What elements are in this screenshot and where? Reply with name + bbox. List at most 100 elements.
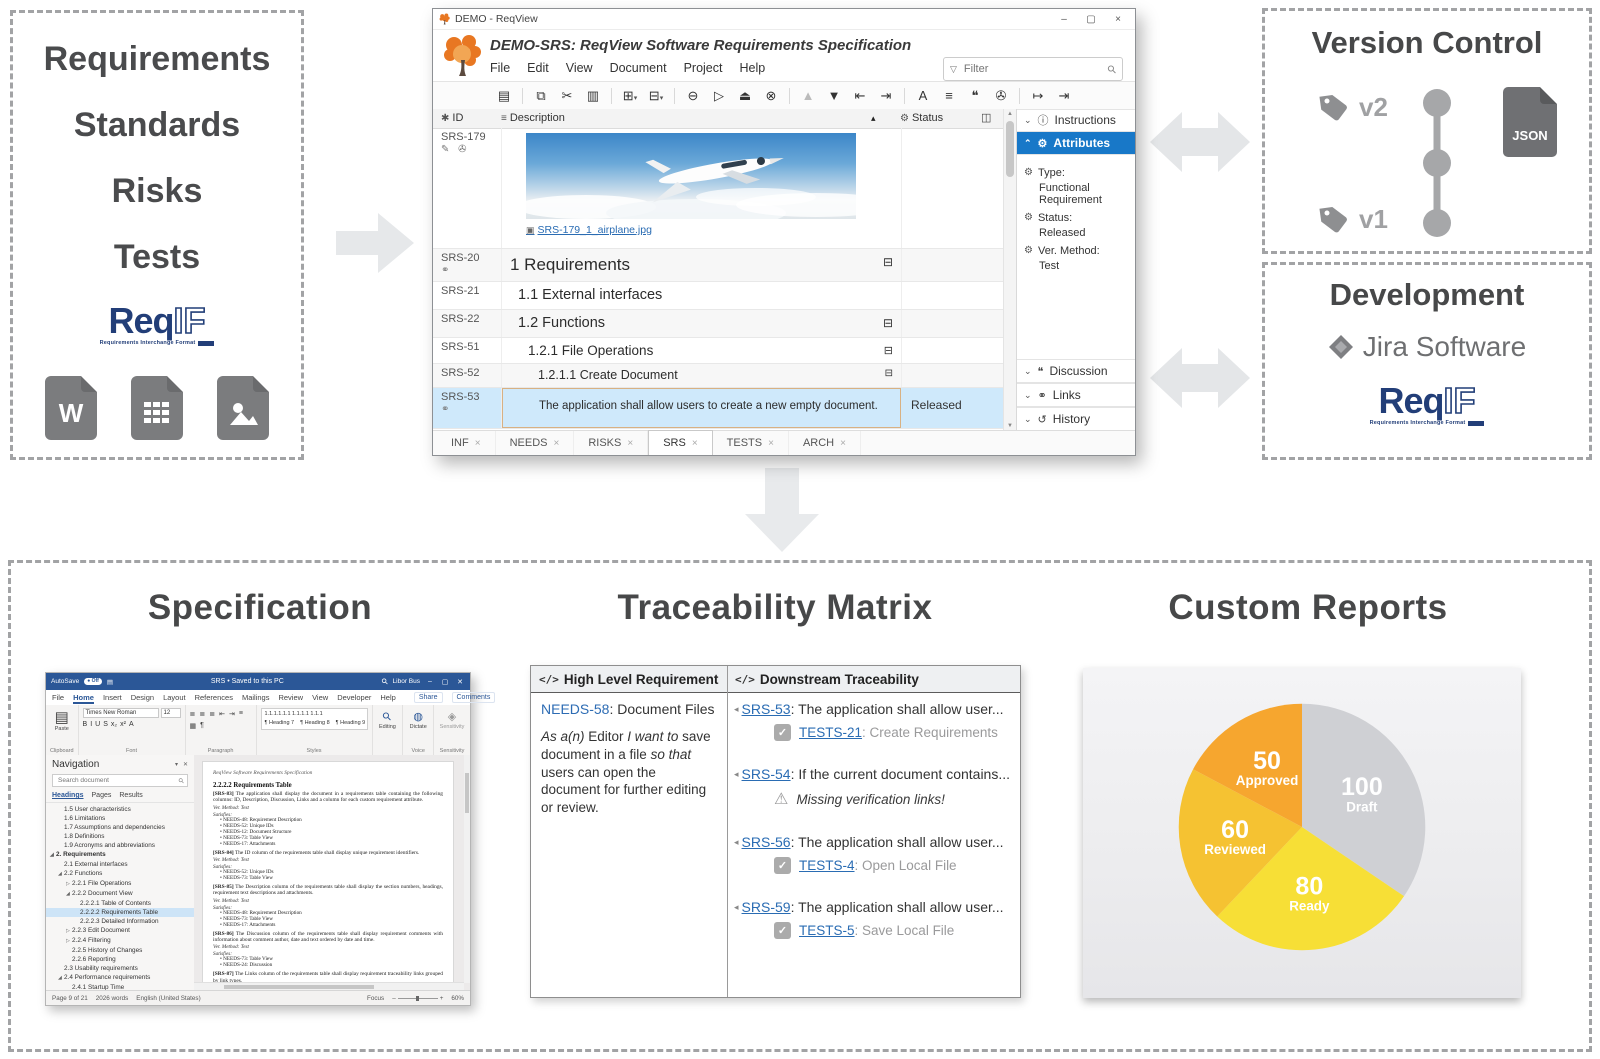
history-panel[interactable]: ⌄ ↺ History — [1017, 407, 1135, 431]
collapse-icon[interactable]: ⊟ — [882, 316, 893, 330]
styles-numbers-row[interactable]: 1.1.1.1.1.1 1.1.1.1 1.1.1 — [264, 711, 323, 717]
document-tab[interactable]: NEEDS × — [496, 431, 575, 455]
expand-icon[interactable]: ◢ — [58, 975, 62, 981]
needs-link[interactable]: NEEDS-58 — [541, 701, 610, 717]
navigation-heading[interactable]: 2.2.2.1 Table of Contents — [80, 900, 151, 907]
share-button[interactable]: Share — [413, 692, 443, 703]
collapse-icon[interactable]: ⊟ — [883, 345, 893, 357]
align-icon[interactable]: ≡ — [945, 88, 953, 103]
scroll-down-icon[interactable]: ▼ — [1007, 423, 1013, 429]
format-text-icon[interactable]: A — [918, 88, 928, 103]
filter-box[interactable]: ▽ ⚲ — [943, 57, 1123, 81]
collapse-icon[interactable]: ⊟ — [882, 255, 893, 269]
comments-button[interactable]: Comments — [451, 692, 496, 703]
menu-item[interactable]: Document — [609, 61, 667, 75]
save-icon[interactable]: ▤ — [497, 88, 511, 103]
document-tab[interactable]: INF × — [437, 431, 496, 455]
style-item[interactable]: ¶ Heading 8 — [300, 719, 330, 726]
paragraph-button[interactable]: ⇤ — [219, 711, 226, 718]
airplane-image[interactable] — [526, 133, 856, 219]
ribbon-tab[interactable]: Review — [278, 693, 304, 702]
ribbon-tab[interactable]: Developer — [337, 693, 372, 702]
ribbon-tab[interactable]: Mailings — [241, 693, 270, 702]
navigation-heading[interactable]: ▷2.2.1 File Operations — [66, 880, 132, 887]
paragraph-button[interactable]: ≣ — [209, 711, 216, 718]
navigation-heading[interactable]: ▷2.2.4 Filtering — [66, 937, 111, 944]
table-row-srs-179[interactable]: SRS-179✎ ✇ ▣SRS-179_1_airplane.jpg — [433, 128, 1003, 249]
discussion-panel[interactable]: ⌄ ❝ Discussion — [1017, 359, 1135, 383]
paragraph-button[interactable]: ≡ — [238, 710, 243, 717]
indent-icon[interactable]: ⇥ — [880, 88, 892, 103]
tests-link[interactable]: TESTS-4 — [799, 858, 855, 873]
navigation-heading[interactable]: 2.2.5 History of Changes — [72, 947, 143, 954]
font-size-select[interactable]: 12 — [160, 708, 181, 718]
menu-item[interactable]: Project — [683, 61, 723, 75]
ribbon-tab[interactable]: File — [52, 693, 65, 702]
font-style-button[interactable]: I — [90, 721, 93, 728]
close-button[interactable]: × — [1115, 13, 1121, 25]
page-count[interactable]: Page 9 of 21 — [52, 994, 88, 1002]
attachment-icon[interactable]: ✇ — [995, 88, 1007, 103]
navigation-tab[interactable]: Results — [119, 792, 143, 799]
style-item[interactable]: ¶ Heading 7 — [264, 719, 295, 726]
font-style-button[interactable]: S — [103, 721, 108, 728]
scrollbar-thumb[interactable] — [224, 985, 374, 989]
filter-icon[interactable]: ⊖ — [687, 88, 699, 103]
navigation-heading[interactable]: 1.5 User characteristics — [64, 806, 131, 813]
export-icon[interactable]: ⏏ — [738, 88, 752, 103]
srs-link[interactable]: SRS-53 — [741, 701, 791, 717]
paragraph-button[interactable]: ≣ — [199, 711, 206, 718]
description-column-header[interactable]: Description — [509, 112, 565, 124]
dictate-button[interactable]: ◍Dictate — [409, 711, 427, 730]
language-indicator[interactable]: English (United States) — [136, 994, 201, 1002]
navigation-heading[interactable]: 1.7 Assumptions and dependencies — [64, 824, 165, 831]
maximize-button[interactable]: ▢ — [1086, 13, 1096, 25]
navigation-heading[interactable]: 2.2.6 Reporting — [72, 956, 116, 963]
paragraph-button[interactable]: ▦ — [189, 723, 197, 730]
ribbon-tab[interactable]: Insert — [102, 693, 122, 702]
paragraph-button[interactable]: ≣ — [189, 711, 196, 718]
filter-input[interactable] — [961, 62, 1103, 76]
navigation-heading[interactable]: 1.6 Limitations — [64, 815, 106, 822]
expand-icon[interactable]: ▷ — [66, 928, 70, 934]
collapse-icon[interactable]: ⊟ — [884, 368, 893, 379]
ribbon-tab[interactable]: References — [194, 693, 233, 702]
link-to-icon[interactable]: ⇥ — [1058, 88, 1070, 103]
document-tab[interactable]: SRS × — [648, 430, 713, 455]
requirement-text[interactable]: The application shall allow users to cre… — [502, 388, 901, 428]
delete-icon[interactable]: ⊗ — [765, 88, 777, 103]
srs-link[interactable]: SRS-54 — [741, 766, 791, 782]
horizontal-scrollbar[interactable] — [194, 982, 464, 991]
table-row-srs-53-selected[interactable]: SRS-53⚭ The application shall allow user… — [433, 388, 1003, 429]
paragraph-button[interactable]: ¶ — [200, 722, 204, 729]
ribbon-tab[interactable]: Home — [73, 693, 94, 702]
expand-icon[interactable]: ◢ — [66, 891, 70, 897]
nav-search-input[interactable] — [56, 776, 177, 785]
srs-link[interactable]: SRS-56 — [741, 834, 791, 850]
navigation-heading[interactable]: 2.2.2.3 Detailed Information — [80, 918, 159, 925]
column-chooser-icon[interactable]: ◫ — [981, 112, 992, 124]
cut-icon[interactable]: ✂ — [561, 88, 573, 103]
scrollbar-thumb[interactable] — [1006, 121, 1014, 177]
zoom-slider[interactable]: –+ — [392, 994, 444, 1002]
font-name-select[interactable]: Times New Roman — [82, 708, 159, 718]
paste-icon[interactable]: ▥ — [586, 88, 600, 103]
font-style-button[interactable]: U — [95, 721, 101, 728]
expand-icon[interactable]: ◢ — [58, 871, 62, 877]
scrollbar-thumb[interactable] — [465, 773, 469, 813]
style-item[interactable]: ¶ Heading 9 — [335, 719, 366, 726]
chevron-down-icon[interactable]: ▾ — [174, 762, 178, 768]
srs-link[interactable]: SRS-59 — [741, 899, 791, 915]
navigation-heading[interactable]: ▷2.2.3 Edit Document — [66, 927, 130, 934]
font-style-button[interactable]: x² — [120, 721, 126, 728]
tab-close-icon[interactable]: × — [691, 437, 698, 449]
tab-close-icon[interactable]: × — [474, 437, 481, 449]
navigation-heading[interactable]: 2.2.2.2 Requirements Table — [46, 908, 194, 917]
maximize-button[interactable]: ▢ — [441, 678, 449, 686]
insert-requirement-icon[interactable]: ⊞▾ — [622, 88, 638, 103]
font-style-button[interactable]: x₂ — [110, 721, 118, 728]
move-down-icon[interactable]: ▼ — [827, 88, 841, 103]
menu-item[interactable]: View — [565, 61, 593, 75]
vertical-scrollbar[interactable] — [464, 755, 470, 983]
close-pane-icon[interactable]: ✕ — [182, 762, 188, 768]
